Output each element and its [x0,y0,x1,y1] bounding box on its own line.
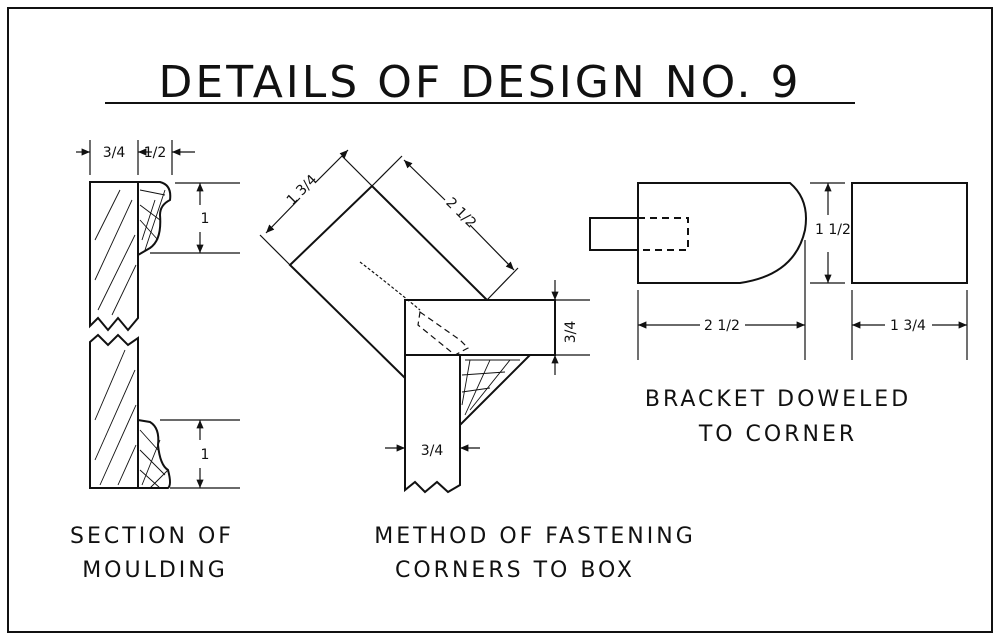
bracket-caption-line2: TO CORNER [698,422,857,447]
moulding-caption-line1: SECTION OF [70,524,234,549]
horizontal-board [404,299,556,356]
moulding-caption-line2: MOULDING [82,558,228,583]
screw [359,261,421,311]
dim-bracket-width: 1 3/4 [890,318,926,334]
bracket-side-view [637,182,807,284]
sheet-border [7,7,993,633]
dim-vertical-board-thickness: 3/4 [421,443,444,459]
dowel [589,217,639,251]
dim-block-width: 1 3/4 [284,172,321,209]
dim-upper-height: 1 [201,211,210,227]
dim-bracket-length: 2 1/2 [704,318,740,334]
moulding-lower-board [89,333,139,489]
corner-fastening: 1 3/4 2 1/2 3/4 3/4 [259,149,590,494]
dim-moulding-width: 1/2 [144,145,167,161]
dim-horizontal-board-thickness: 3/4 [563,321,579,344]
hidden-screw [417,310,469,356]
dim-lower-height: 1 [201,447,210,463]
corners-caption-line2: CORNERS TO BOX [395,558,635,583]
moulding-upper-profile [137,181,172,256]
dim-wood-width: 3/4 [103,145,126,161]
moulding-section: 3/4 1/2 1 1 [76,140,240,489]
bracket-end-view [851,182,968,284]
glue-block [459,354,533,428]
dowel-hole-hidden [638,217,689,251]
bracket-detail: 1 1/2 2 1/2 1 3/4 [589,182,968,360]
dim-bracket-height: 1 1/2 [815,222,851,238]
dim-block-length: 2 1/2 [442,195,479,232]
vertical-board [404,355,461,494]
wood-grain-hatching [94,189,169,489]
moulding-upper-board [89,181,139,332]
drawing-title: DETAILS OF DESIGN NO. 9 [159,57,802,108]
corners-caption-line1: METHOD OF FASTENING [374,524,696,549]
moulding-lower-profile [137,419,171,489]
bracket-caption-line1: BRACKET DOWELED [645,387,911,412]
